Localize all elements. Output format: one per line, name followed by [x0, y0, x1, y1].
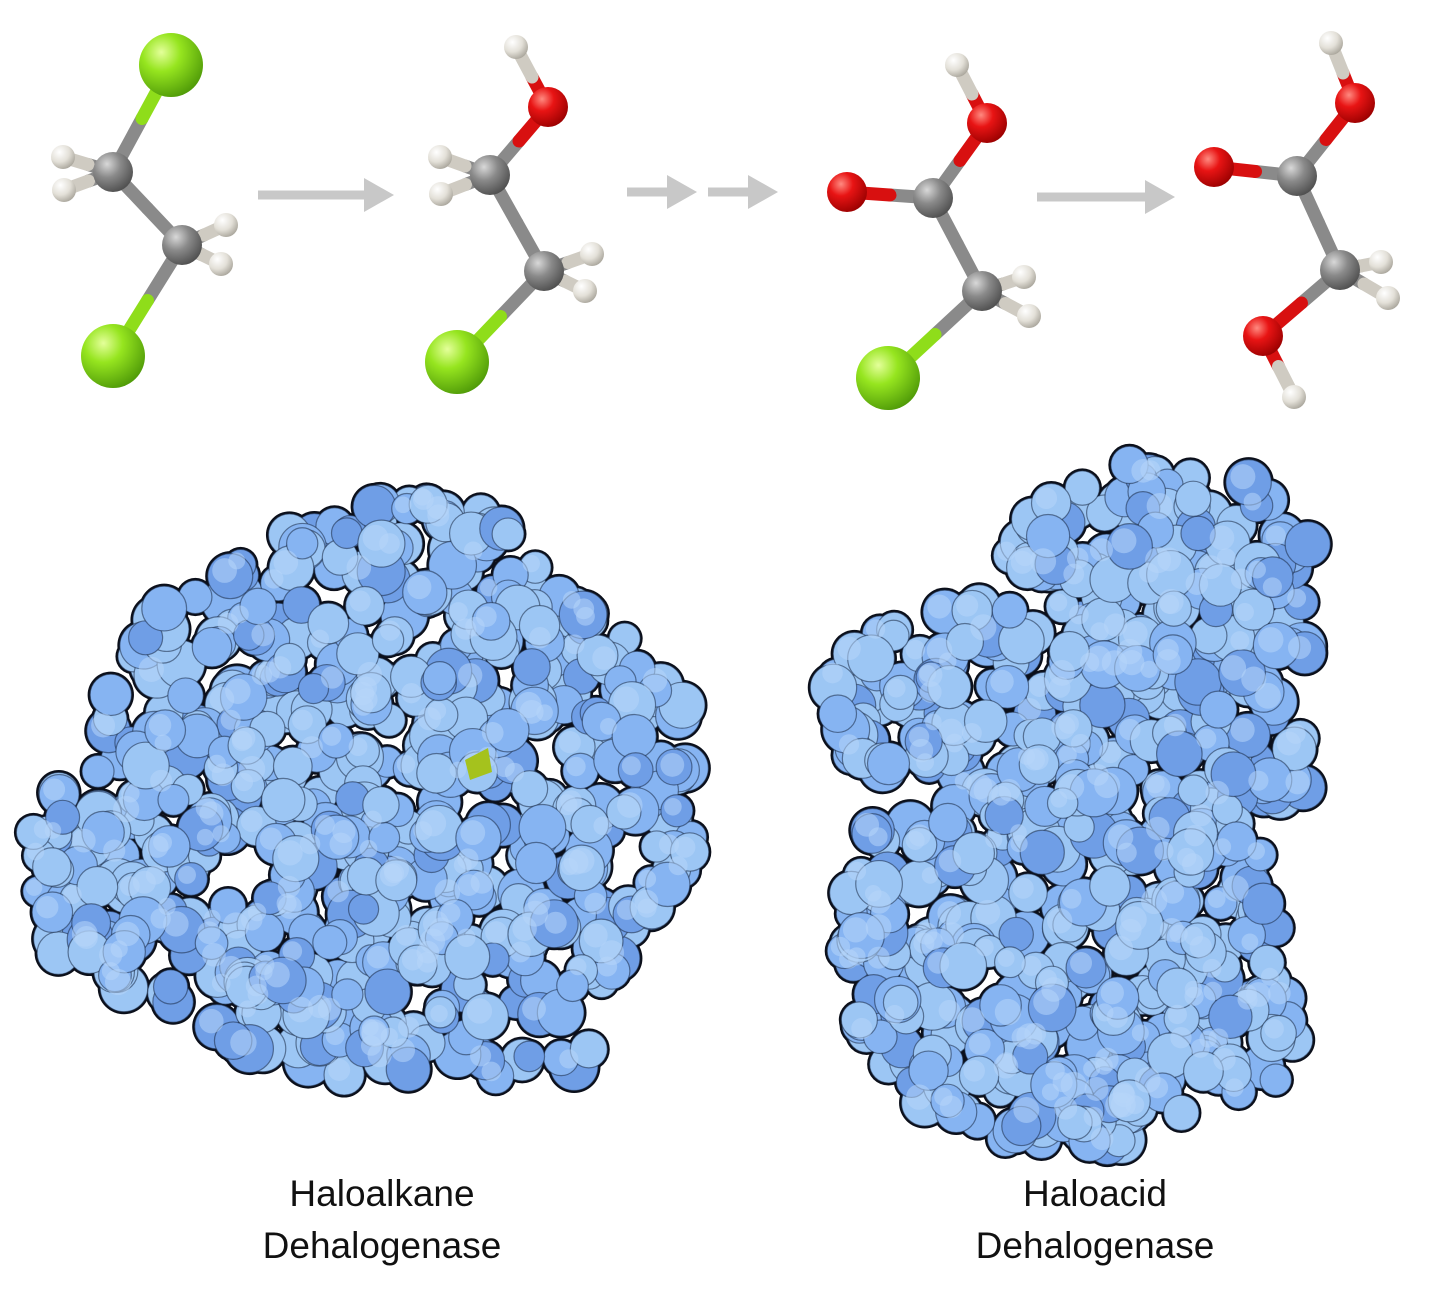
chlorine-atom	[856, 346, 920, 410]
molecule-chloroethanol	[425, 35, 604, 394]
hydrogen-atom	[51, 145, 75, 169]
hydrogen-atom	[1376, 286, 1400, 310]
carbon-atom	[962, 271, 1002, 311]
hydrogen-atom	[1369, 250, 1393, 274]
carbon-atom	[162, 225, 202, 265]
hydrogen-atom	[52, 178, 76, 202]
protein-haloacid-dehalogenase	[807, 443, 1333, 1168]
arrow-head	[667, 175, 697, 209]
caption-line-1: Haloacid	[1023, 1173, 1167, 1214]
hydrogen-atom	[945, 53, 969, 77]
protein-highlights	[822, 458, 1312, 1151]
hydrogen-atom	[1012, 265, 1036, 289]
carbon-atom	[524, 251, 564, 291]
molecule-glycolic-acid	[1194, 31, 1400, 409]
oxygen-atom	[528, 87, 568, 127]
oxygen-atom	[1335, 83, 1375, 123]
hydrogen-atom	[428, 145, 452, 169]
caption-line-2: Dehalogenase	[975, 1225, 1215, 1266]
arrow-head	[364, 178, 394, 212]
oxygen-atom	[1194, 147, 1234, 187]
active-site	[465, 748, 492, 780]
reaction-arrow-1	[258, 178, 394, 212]
carbon-atom	[913, 178, 953, 218]
oxygen-atom	[967, 103, 1007, 143]
arrow-head	[748, 175, 778, 209]
chlorine-atom	[81, 324, 145, 388]
hydrogen-atom	[504, 35, 528, 59]
hydrogen-atom	[580, 242, 604, 266]
carbon-atom	[93, 152, 133, 192]
protein-highlights	[25, 488, 696, 1082]
hydrogen-atom	[214, 213, 238, 237]
molecule-chloroacetic-acid	[827, 53, 1041, 410]
molecule-dichloroethane	[51, 33, 238, 388]
hydrogen-atom	[1017, 304, 1041, 328]
oxygen-atom	[1243, 316, 1283, 356]
carbon-atom	[1320, 250, 1360, 290]
caption-line-1: Haloalkane	[289, 1173, 475, 1214]
carbon-atom	[1277, 156, 1317, 196]
chlorine-atom	[425, 330, 489, 394]
caption-haloacid-dehalogenase: Haloacid Dehalogenase	[885, 1168, 1305, 1272]
chlorine-atom	[139, 33, 203, 97]
carbon-atom	[470, 155, 510, 195]
reaction-arrow-3	[1037, 180, 1175, 214]
hydrogen-atom	[1319, 31, 1343, 55]
oxygen-atom	[827, 172, 867, 212]
hydrogen-atom	[1282, 385, 1306, 409]
hydrogen-atom	[573, 279, 597, 303]
arrow-head	[1145, 180, 1175, 214]
reaction-arrow-multistep	[627, 175, 778, 209]
hydrogen-atom	[429, 182, 453, 206]
caption-line-2: Dehalogenase	[262, 1225, 502, 1266]
caption-haloalkane-dehalogenase: Haloalkane Dehalogenase	[172, 1168, 592, 1272]
protein-haloalkane-dehalogenase	[13, 481, 712, 1098]
hydrogen-atom	[209, 252, 233, 276]
